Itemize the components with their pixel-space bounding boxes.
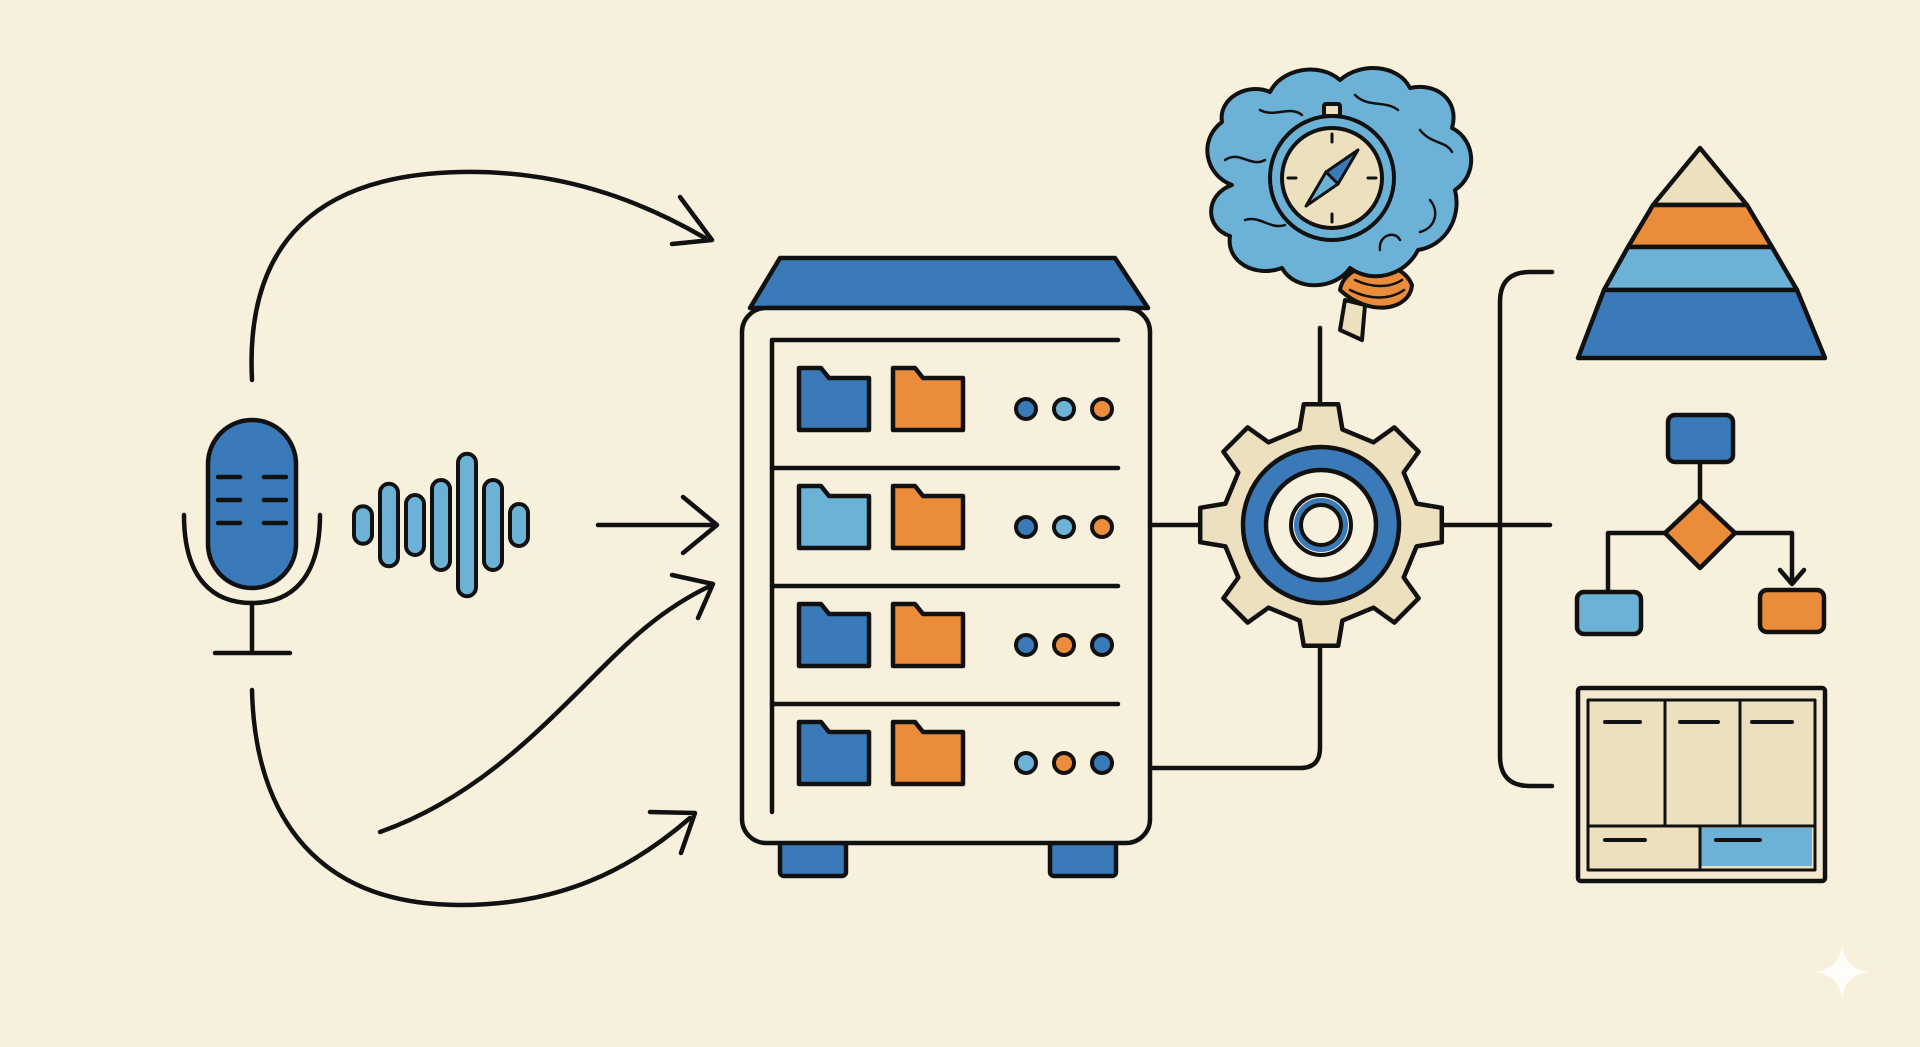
compass-needle-south (1304, 170, 1340, 208)
folder-icon (796, 601, 872, 669)
status-led (1052, 751, 1076, 775)
table-column-dividers (1663, 700, 1742, 826)
status-led (1090, 397, 1114, 421)
status-led (1014, 751, 1038, 775)
server-row (769, 365, 1121, 471)
microphone-stand (212, 600, 293, 656)
sound-wave-bar (482, 478, 504, 572)
flowchart-icon (1574, 412, 1827, 637)
pyramid-tier-3 (1601, 244, 1800, 293)
table-header-dashes (1603, 720, 1794, 842)
flowchart-right-node (1757, 587, 1827, 635)
status-led (1014, 633, 1038, 657)
server-top-cap (747, 255, 1151, 311)
arrowhead-lower-s (669, 572, 716, 621)
status-led (1090, 633, 1114, 657)
pyramid-tier-4 (1575, 287, 1828, 361)
status-led (1052, 515, 1076, 539)
pyramid-tier-1 (1650, 145, 1750, 208)
flowchart-start-node (1665, 412, 1736, 465)
sound-wave-bar (508, 502, 530, 548)
microphone-grille (215, 474, 289, 526)
server-row (769, 483, 1121, 589)
sound-wave-bar (456, 451, 478, 599)
sound-wave-icon (352, 451, 530, 599)
gear-hub-accent (1264, 468, 1378, 582)
output-bracket (1497, 269, 1555, 789)
folder-icon (890, 365, 966, 433)
connector-lines (1147, 269, 1555, 789)
folder-icon (890, 719, 966, 787)
arrowhead-bottom (647, 809, 698, 856)
microphone-capsule (205, 417, 299, 591)
sound-wave-bar (352, 504, 374, 546)
compass-crown (1322, 102, 1342, 118)
sparkle-icon (1816, 946, 1868, 998)
table-layout-icon (1575, 685, 1828, 884)
sound-wave-bar (430, 478, 452, 572)
server-row (769, 601, 1121, 707)
arrow-top-curve (249, 169, 708, 383)
flowchart-left-node (1574, 589, 1644, 637)
arrow-lower-s-curve (377, 583, 713, 835)
arrowhead-top (669, 194, 715, 247)
status-led (1090, 515, 1114, 539)
connector-server-bottom-to-gear (1147, 645, 1323, 771)
status-led (1014, 515, 1038, 539)
arrowhead-straight (680, 494, 720, 556)
table-highlight-cell (1700, 828, 1812, 866)
server-rack-icon (739, 255, 1153, 879)
brain-stem (1338, 298, 1367, 342)
status-led (1052, 633, 1076, 657)
server-rows (769, 365, 1121, 787)
microphone-icon (181, 417, 323, 656)
compass-ticks (1286, 132, 1378, 224)
folder-icon (796, 365, 872, 433)
flowchart-decision-node (1662, 497, 1738, 571)
status-led (1014, 397, 1038, 421)
status-led (1090, 751, 1114, 775)
gear-icon (1197, 401, 1445, 649)
server-row (796, 719, 1114, 787)
arrow-bottom-curve (249, 687, 693, 908)
sound-wave-bar (378, 481, 400, 569)
gear-center-ring (1289, 493, 1353, 557)
status-led (1052, 397, 1076, 421)
folder-icon (796, 719, 872, 787)
server-body (739, 305, 1153, 846)
pyramid-tier-2 (1625, 202, 1775, 250)
brain-folds (1223, 93, 1454, 252)
pyramid-chart-icon (1575, 145, 1828, 361)
brain-cerebellum-lines (1348, 278, 1406, 299)
gear-center-hole (1299, 503, 1343, 547)
folder-icon (796, 483, 872, 551)
folder-icon (890, 483, 966, 551)
server-rails (769, 337, 1121, 815)
input-arrows (249, 169, 720, 908)
sound-wave-bar (404, 493, 426, 557)
folder-icon (890, 601, 966, 669)
flowchart-links (1605, 460, 1795, 595)
brain-compass-icon (1205, 66, 1474, 342)
flowchart-arrowhead (1777, 567, 1807, 587)
